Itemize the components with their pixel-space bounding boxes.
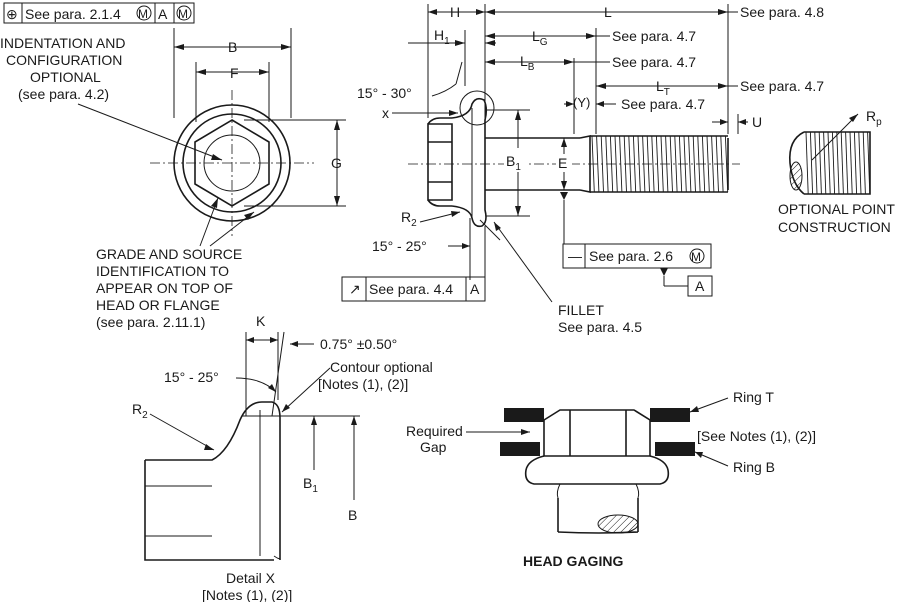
dim-lb-ref: See para. 4.7: [612, 54, 696, 70]
straightness-symbol: —: [568, 248, 582, 264]
point-caption-line-2: CONSTRUCTION: [778, 219, 891, 235]
indentation-note-line-2: CONFIGURATION: [6, 52, 122, 68]
indentation-note-line-1: INDENTATION AND: [0, 35, 126, 51]
indentation-note-line-4: (see para. 4.2): [18, 86, 109, 102]
detail-r2-label: R2: [132, 401, 148, 421]
detail-angle-label: 15° - 25°: [164, 369, 219, 385]
position-modifier-2: M: [178, 7, 188, 21]
rp-label: Rp: [866, 108, 882, 128]
gaging-notes: [See Notes (1), (2)]: [697, 428, 816, 444]
head-gaging-title: HEAD GAGING: [523, 553, 623, 569]
grade-note-line-1: GRADE AND SOURCE: [96, 246, 242, 262]
runout-datum: A: [470, 281, 480, 297]
runout-ref: See para. 4.4: [369, 281, 453, 297]
point-caption-line-1: OPTIONAL POINT: [778, 201, 895, 217]
position-tolerance-frame: ⊕ See para. 2.1.4 M A M: [3, 2, 195, 24]
tolerance-label: 0.75° ±0.50°: [320, 336, 397, 352]
grade-note-line-2: IDENTIFICATION TO: [96, 263, 229, 279]
dim-y-label: (Y): [573, 95, 590, 110]
dim-l-label: L: [604, 4, 612, 20]
grade-note: GRADE AND SOURCE IDENTIFICATION TO APPEA…: [96, 197, 255, 330]
dim-lt-label: LT: [656, 78, 670, 98]
head-gaging: Ring T [See Notes (1), (2)] Ring B Requi…: [406, 389, 816, 569]
detail-caption-line-1: Detail X: [226, 570, 276, 586]
x-label: x: [382, 105, 389, 121]
r2-label: R2: [401, 209, 417, 229]
indentation-note-line-3: OPTIONAL: [30, 69, 101, 85]
straightness-ref: See para. 2.6: [589, 248, 673, 264]
dim-lt-ref: See para. 4.7: [740, 78, 824, 94]
dim-h-label: H: [450, 4, 460, 20]
fillet-note-line-2: See para. 4.5: [558, 319, 642, 335]
position-symbol: ⊕: [6, 6, 18, 22]
dim-k-label: K: [256, 313, 266, 329]
detail-caption-line-2: [Notes (1), (2)]: [202, 587, 292, 602]
dim-e-label: E: [558, 155, 567, 171]
ring-b-label: Ring B: [733, 459, 775, 475]
dim-f-label: F: [230, 65, 239, 81]
dim-l-ref: See para. 4.8: [740, 4, 824, 20]
fillet-note-line-1: FILLET: [558, 302, 604, 318]
dim-y-ref: See para. 4.7: [621, 96, 705, 112]
runout-symbol: ↗: [349, 281, 361, 297]
grade-note-line-3: APPEAR ON TOP OF: [96, 280, 233, 296]
required-gap-line-1: Required: [406, 423, 463, 439]
straightness-tolerance-frame: — See para. 2.6 M A: [562, 243, 713, 297]
dim-lb-label: LB: [520, 53, 535, 73]
runout-tolerance-frame: ↗ See para. 4.4 A: [341, 276, 486, 302]
detail-b-label: B: [348, 507, 357, 523]
position-ref: See para. 2.1.4: [25, 6, 121, 22]
straightness-modifier: M: [691, 250, 701, 264]
angle-bottom-label: 15° - 25°: [372, 238, 427, 254]
datum-a-letter: A: [695, 278, 705, 294]
dim-b1-label: B1: [506, 153, 521, 173]
angle-top-label: 15° - 30°: [357, 85, 412, 101]
optional-point-view: Rp OPTIONAL POINT CONSTRUCTION: [778, 108, 895, 235]
position-datum: A: [158, 6, 168, 22]
dim-g-label: G: [331, 155, 342, 171]
ring-t-label: Ring T: [733, 389, 774, 405]
required-gap-line-2: Gap: [420, 439, 447, 455]
dim-h1-label: H1: [434, 27, 450, 47]
dim-b-label: B: [228, 39, 237, 55]
top-view: INDENTATION AND CONFIGURATION OPTIONAL (…: [0, 28, 346, 236]
grade-note-line-4: HEAD OR FLANGE: [96, 297, 220, 313]
dim-u-label: U: [752, 114, 762, 130]
grade-note-line-5: (see para. 2.11.1): [96, 314, 205, 330]
dim-lg-label: LG: [532, 28, 548, 48]
contour-note-line-2: [Notes (1), (2)]: [318, 376, 408, 392]
dim-lg-ref: See para. 4.7: [612, 28, 696, 44]
side-view: H L See para. 4.8 H1 LG See para. 4.7 LB…: [341, 4, 824, 335]
position-modifier-1: M: [138, 7, 148, 21]
detail-x: K 0.75° ±0.50° Contour optional [Notes (…: [132, 313, 433, 602]
contour-note-line-1: Contour optional: [330, 359, 433, 375]
detail-b1-label: B1: [303, 475, 318, 495]
